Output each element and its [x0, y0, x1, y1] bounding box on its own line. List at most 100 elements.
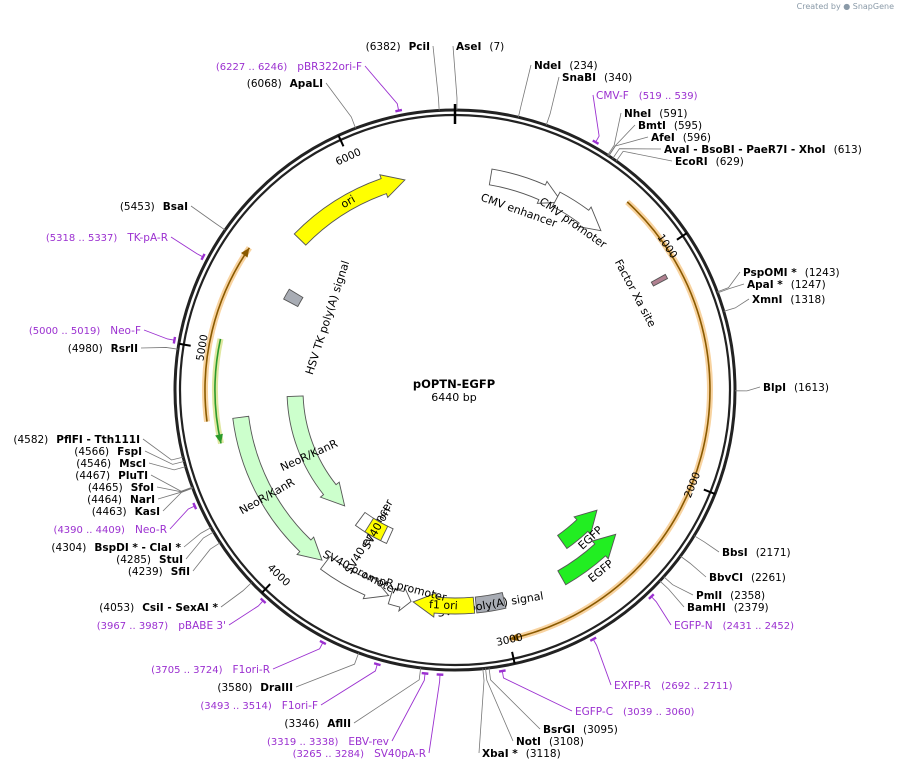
site-name: StuI: [159, 554, 183, 566]
site-pcii[interactable]: (6382)PciI: [366, 41, 440, 111]
site-leader: [485, 668, 514, 742]
primer-leader: [592, 94, 600, 143]
site-sfii[interactable]: (4239)SfiI: [128, 542, 221, 578]
primer-label: EGFP-C(3039 .. 3060): [575, 706, 695, 718]
site-leader: [156, 486, 193, 493]
site-ndei[interactable]: NdeI(234): [517, 60, 598, 118]
feature-shape: [283, 288, 304, 308]
tick-label-2000: 2000: [682, 470, 703, 499]
site-leader: [185, 531, 214, 560]
site-pflfi-tth111i[interactable]: (4582)PflFI - Tth111I: [13, 434, 184, 461]
site-pmli[interactable]: PmlI(2358): [663, 576, 765, 602]
site-sfoi[interactable]: (4465)SfoI: [88, 482, 193, 494]
site-pspomi[interactable]: PspOMI *(1243): [717, 267, 840, 293]
primer-f1ori-f[interactable]: (3493 .. 3514)F1ori-F: [200, 662, 381, 712]
primer-neo-r[interactable]: (4390 .. 4409)Neo-R: [54, 502, 198, 536]
site-nhei[interactable]: NheI(591): [607, 108, 688, 156]
site-apai[interactable]: ApaI *(1247): [717, 279, 826, 294]
site-bbsi[interactable]: BbsI(2171): [693, 535, 791, 559]
site-noti[interactable]: NotI(3108): [485, 668, 584, 748]
site-label: BlpI(1613): [763, 382, 829, 394]
site-label: XmnI(1318): [752, 294, 825, 306]
site-pos: (234): [569, 60, 597, 72]
site-name: KasI: [135, 506, 160, 518]
site-msci[interactable]: (4546)MscI: [76, 458, 186, 471]
primer-leader: [592, 639, 612, 686]
primer-range: (519 .. 539): [639, 91, 698, 102]
site-label: (3580)DraIII: [217, 682, 293, 694]
site-fspi[interactable]: (4566)FspI: [74, 446, 185, 465]
site-pluti[interactable]: (4467) PluTI: [75, 470, 193, 492]
primer-name: EGFP-C: [575, 706, 613, 718]
site-name: BbvCI: [709, 572, 743, 584]
site-draiii[interactable]: (3580)DraIII: [217, 652, 360, 694]
site-bspdi-clai[interactable]: (4304)BspDI * - ClaI *: [51, 527, 212, 554]
primer-range: (3967 .. 3987): [97, 621, 169, 632]
primer-egfp-c[interactable]: EGFP-C(3039 .. 3060): [498, 669, 695, 718]
site-xbai[interactable]: XbaI *(3118): [478, 668, 561, 760]
site-aflii[interactable]: (3346)AflII: [284, 667, 422, 730]
tick-4000: [261, 583, 271, 594]
primer-leader: [169, 505, 195, 530]
feature-f1-ori: f1 ori: [412, 592, 476, 618]
site-xmni[interactable]: XmnI(1318): [723, 294, 826, 312]
site-pos: (4467): [75, 470, 110, 482]
site-name: BsaI: [163, 201, 188, 213]
site-bsrgi[interactable]: BsrGI(3095): [488, 667, 618, 736]
primer-ebv-rev[interactable]: (3319 .. 3338)EBV-rev: [267, 671, 429, 748]
site-label: (4285)StuI: [116, 554, 183, 566]
primer-leader: [170, 236, 204, 258]
primer-name: pBABE 3': [178, 620, 226, 632]
site-ecori[interactable]: EcoRI(629): [615, 150, 744, 168]
site-asei[interactable]: AseI(7): [452, 41, 504, 111]
primer-name: EBV-rev: [348, 736, 389, 748]
site-pos: (595): [674, 120, 702, 132]
site-label: AfeI(596): [651, 132, 711, 144]
watermark-brand: SnapGene: [852, 2, 894, 11]
primer-exfp-r[interactable]: EXFP-R(2692 .. 2711): [589, 636, 733, 692]
site-leader: [452, 45, 458, 111]
feature-shape: [319, 555, 390, 600]
primer-range: (5318 .. 5337): [46, 233, 118, 244]
site-bamhi[interactable]: BamHI(2379): [659, 580, 769, 614]
feature-shape: [557, 533, 617, 586]
site-label: PmlI(2358): [696, 590, 765, 602]
tick-label-6000: 6000: [334, 146, 363, 168]
primer-tk-pa-r[interactable]: (5318 .. 5337)TK-pA-R: [46, 232, 206, 261]
feature-shape: [286, 395, 346, 507]
primer-egfp-n[interactable]: EGFP-N(2431 .. 2452): [648, 593, 794, 632]
site-apali[interactable]: (6068)ApaLI: [247, 78, 356, 129]
site-csii-sexai[interactable]: (4053)CsiI - SexAI *: [99, 582, 252, 614]
feature-shape: [551, 191, 602, 232]
feature-shape: [364, 517, 389, 542]
site-leader: [150, 474, 193, 492]
primer-neo-f[interactable]: (5000 .. 5019)Neo-F: [29, 325, 177, 344]
site-bsai[interactable]: (5453) BsaI: [120, 201, 226, 231]
primer-pbr322ori-f[interactable]: (6227 .. 6246)pBR322ori-F: [216, 61, 403, 113]
site-rsrii[interactable]: (4980)RsrII: [68, 343, 179, 355]
primer-pbabe-3[interactable]: (3967 .. 3987) pBABE 3': [97, 597, 267, 632]
site-afei[interactable]: AfeI(596): [608, 132, 711, 157]
primer-sv40pa-r[interactable]: (3265 .. 3284)SV40pA-R: [293, 673, 444, 760]
site-leader: [717, 271, 741, 293]
site-name: PluTI: [118, 470, 148, 482]
primer-cmv-f[interactable]: CMV-F(519 .. 539): [592, 90, 698, 145]
primer-label: EGFP-N(2431 .. 2452): [674, 620, 794, 632]
primer-label: (4390 .. 4409)Neo-R: [54, 524, 167, 536]
site-bbvci[interactable]: BbvCI(2261): [680, 555, 786, 584]
site-pos: (5453): [120, 201, 155, 213]
site-leader: [325, 82, 356, 129]
site-label: (4546)MscI: [76, 458, 146, 470]
site-name: SfoI: [131, 482, 154, 494]
site-blpi[interactable]: BlpI(1613): [734, 382, 829, 394]
center-label: pOPTN-EGFP 6440 bp: [413, 377, 495, 404]
feature-shape: [387, 586, 412, 613]
site-avai-bsobi-paer7i-xhoi[interactable]: AvaI - BsoBI - PaeR7I - XhoI(613): [612, 144, 862, 159]
site-name: XmnI: [752, 294, 782, 306]
site-stui[interactable]: (4285)StuI: [116, 531, 214, 566]
site-snabi[interactable]: SnaBI(340): [545, 72, 632, 126]
site-pos: (596): [683, 132, 711, 144]
primer-f1ori-r[interactable]: (3705 .. 3724)F1ori-R: [151, 639, 327, 676]
site-name: ApaI *: [747, 279, 783, 291]
feature-shape: [488, 168, 563, 204]
